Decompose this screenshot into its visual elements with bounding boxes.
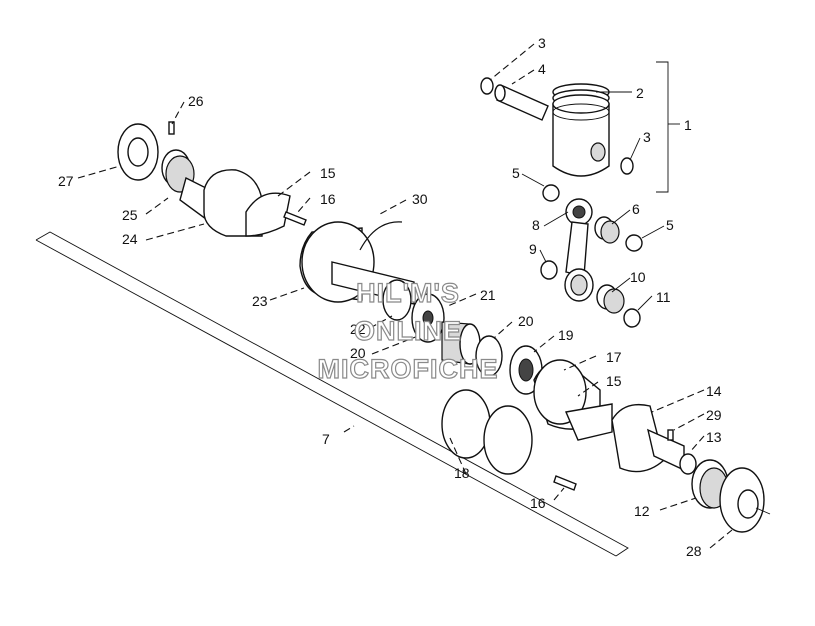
piston-assembly-bracket <box>656 61 680 193</box>
callout-14: 14 <box>706 383 722 399</box>
part-retaining-ring-upper <box>359 221 403 251</box>
part-key-lower <box>667 429 674 441</box>
part-circlip-shaft <box>679 453 697 475</box>
callout-23: 23 <box>252 293 268 309</box>
watermark-line-1: HIL'M'S <box>356 278 460 308</box>
callout-3: 3 <box>643 129 651 145</box>
part-big-end-bearing <box>596 284 625 314</box>
callout-16: 16 <box>320 191 336 207</box>
callout-5: 5 <box>512 165 520 181</box>
part-shim-lower <box>475 335 503 377</box>
callout-6: 6 <box>632 201 640 217</box>
callout-22: 22 <box>350 321 366 337</box>
callout-7: 7 <box>322 431 330 447</box>
watermark: HIL'M'S ONLINE MICROFICHE <box>317 277 499 384</box>
part-oil-seal-lower <box>719 467 771 533</box>
callout-16: 16 <box>530 495 546 511</box>
callout-28: 28 <box>686 543 702 559</box>
callout-17: 17 <box>606 349 622 365</box>
part-shim-upper <box>382 279 412 321</box>
part-screw-upper <box>283 211 307 226</box>
part-counterweight-upper <box>245 192 291 237</box>
callout-19: 19 <box>558 327 574 343</box>
part-piston <box>552 94 610 177</box>
callout-30: 30 <box>412 191 428 207</box>
part-circlip-lower <box>620 157 634 175</box>
callout-20: 20 <box>350 345 366 361</box>
callout-labels: 1 2 3 3 4 5 5 6 7 8 9 10 11 12 13 14 15 … <box>58 35 722 559</box>
callout-10: 10 <box>630 269 646 285</box>
part-circlip-upper <box>480 77 494 95</box>
watermark-line-3: MICROFICHE <box>318 354 499 384</box>
callout-2: 2 <box>636 85 644 101</box>
part-piston-pin <box>494 84 549 121</box>
callout-29: 29 <box>706 407 722 423</box>
callout-1: 1 <box>684 117 692 133</box>
leader-lines <box>77 43 733 549</box>
part-key-upper <box>168 121 175 135</box>
callout-15: 15 <box>606 373 622 389</box>
callout-8: 8 <box>532 217 540 233</box>
part-spacer-rings <box>441 389 533 475</box>
part-oil-seal-upper <box>117 123 159 181</box>
part-small-end-bearing <box>594 216 620 244</box>
callout-20: 20 <box>518 313 534 329</box>
part-screw-lower <box>553 475 577 491</box>
callout-9: 9 <box>529 241 537 257</box>
callout-11: 11 <box>656 289 671 305</box>
callout-15: 15 <box>320 165 336 181</box>
part-needle-bearing <box>441 321 481 365</box>
callout-12: 12 <box>634 503 650 519</box>
callout-5: 5 <box>666 217 674 233</box>
part-center-bearing <box>411 293 445 343</box>
part-thrust-washers <box>540 184 643 328</box>
callout-27: 27 <box>58 173 74 189</box>
watermark-line-2: ONLINE <box>354 316 462 346</box>
callout-26: 26 <box>188 93 204 109</box>
callout-21: 21 <box>480 287 496 303</box>
crankshaft-assembly-bracket <box>35 231 629 557</box>
callout-25: 25 <box>122 207 138 223</box>
callout-3: 3 <box>538 35 546 51</box>
callout-4: 4 <box>538 61 546 77</box>
part-counterweight-lower <box>565 403 613 441</box>
callout-13: 13 <box>706 429 722 445</box>
part-connecting-rod <box>564 198 594 302</box>
callout-18: 18 <box>454 465 470 481</box>
callout-24: 24 <box>122 231 138 247</box>
